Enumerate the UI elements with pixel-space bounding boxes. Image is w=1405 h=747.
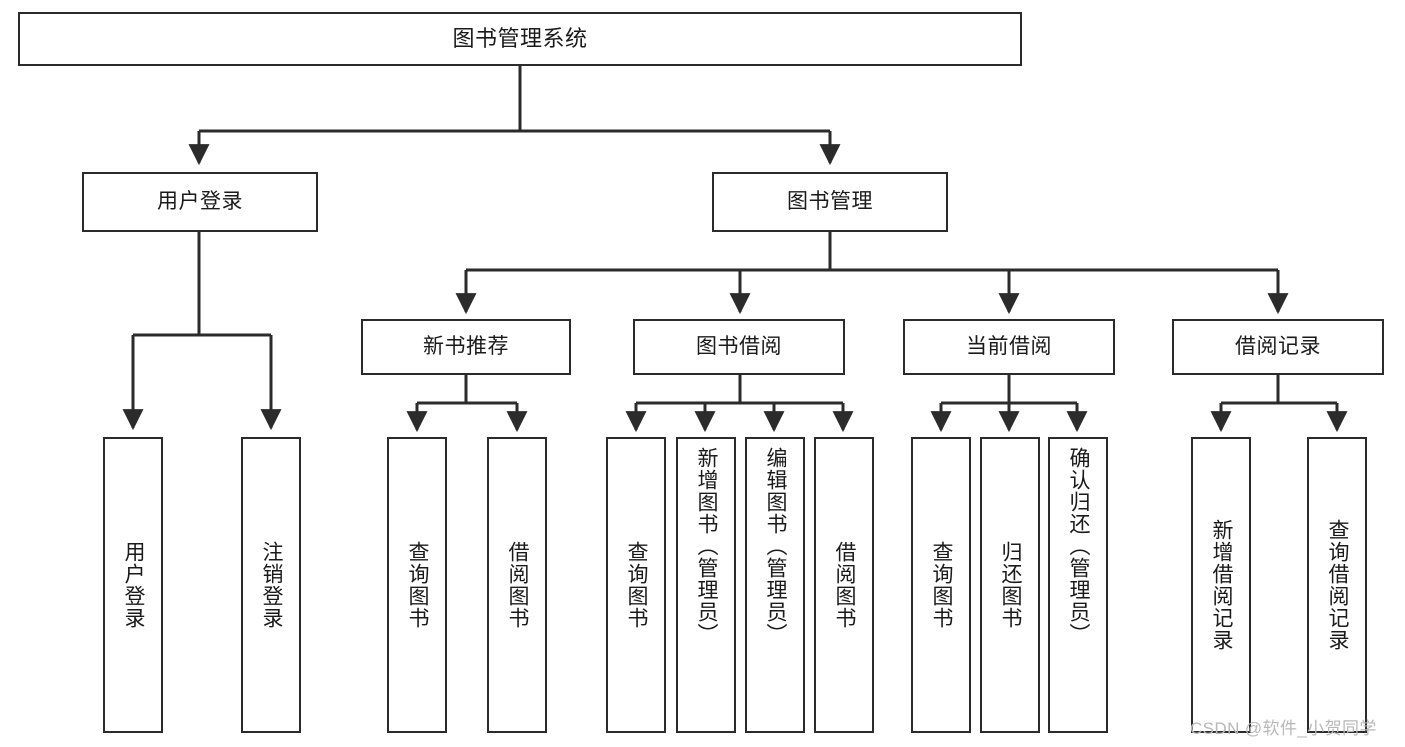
node-leaf-logout[interactable]: 注销登录 (241, 437, 301, 733)
node-leaf-return-book[interactable]: 归还图书 (980, 437, 1040, 733)
node-leaf-edit-book-label: 编辑图书（管理员） (764, 447, 788, 645)
node-leaf-return-book-label: 归还图书 (999, 541, 1023, 629)
node-new-book-recommend-label: 新书推荐 (423, 334, 509, 358)
node-book-manage[interactable]: 图书管理 (712, 172, 948, 232)
node-leaf-query-book-1[interactable]: 查询图书 (387, 437, 447, 733)
node-leaf-user-login[interactable]: 用户登录 (103, 437, 163, 733)
node-leaf-borrow-book-1-label: 借阅图书 (506, 541, 530, 629)
node-current-borrow-label: 当前借阅 (966, 334, 1052, 358)
node-book-manage-label: 图书管理 (787, 189, 873, 213)
node-new-book-recommend[interactable]: 新书推荐 (361, 319, 571, 375)
node-book-borrow[interactable]: 图书借阅 (633, 319, 845, 375)
node-leaf-query-record-label: 查询借阅记录 (1326, 519, 1350, 651)
node-leaf-add-book-label: 新增图书（管理员） (695, 447, 719, 645)
node-leaf-query-book-1-label: 查询图书 (406, 541, 430, 629)
node-leaf-query-book-2[interactable]: 查询图书 (606, 437, 666, 733)
node-leaf-borrow-book-2[interactable]: 借阅图书 (814, 437, 874, 733)
node-leaf-confirm-return-label: 确认归还（管理员） (1067, 447, 1091, 645)
node-leaf-user-login-label: 用户登录 (122, 541, 146, 629)
node-leaf-query-record[interactable]: 查询借阅记录 (1307, 437, 1367, 733)
node-book-borrow-label: 图书借阅 (696, 334, 782, 358)
csdn-watermark: CSDN @软件_小贺同学 (1190, 719, 1377, 738)
node-leaf-confirm-return[interactable]: 确认归还（管理员） (1048, 437, 1108, 733)
node-borrow-record-label: 借阅记录 (1235, 334, 1321, 358)
node-current-borrow[interactable]: 当前借阅 (903, 319, 1115, 375)
node-leaf-borrow-book-1[interactable]: 借阅图书 (487, 437, 547, 733)
node-leaf-add-book[interactable]: 新增图书（管理员） (676, 437, 736, 733)
node-leaf-add-record[interactable]: 新增借阅记录 (1191, 437, 1251, 733)
node-root[interactable]: 图书管理系统 (18, 12, 1022, 66)
node-leaf-add-record-label: 新增借阅记录 (1210, 519, 1234, 651)
node-leaf-query-book-3-label: 查询图书 (930, 541, 954, 629)
node-leaf-borrow-book-2-label: 借阅图书 (833, 541, 857, 629)
node-leaf-edit-book[interactable]: 编辑图书（管理员） (745, 437, 805, 733)
node-user-login[interactable]: 用户登录 (82, 172, 318, 232)
node-root-label: 图书管理系统 (452, 26, 588, 52)
node-leaf-logout-label: 注销登录 (260, 541, 284, 629)
node-leaf-query-book-2-label: 查询图书 (625, 541, 649, 629)
node-borrow-record[interactable]: 借阅记录 (1172, 319, 1384, 375)
node-leaf-query-book-3[interactable]: 查询图书 (911, 437, 971, 733)
node-user-login-label: 用户登录 (157, 189, 243, 213)
